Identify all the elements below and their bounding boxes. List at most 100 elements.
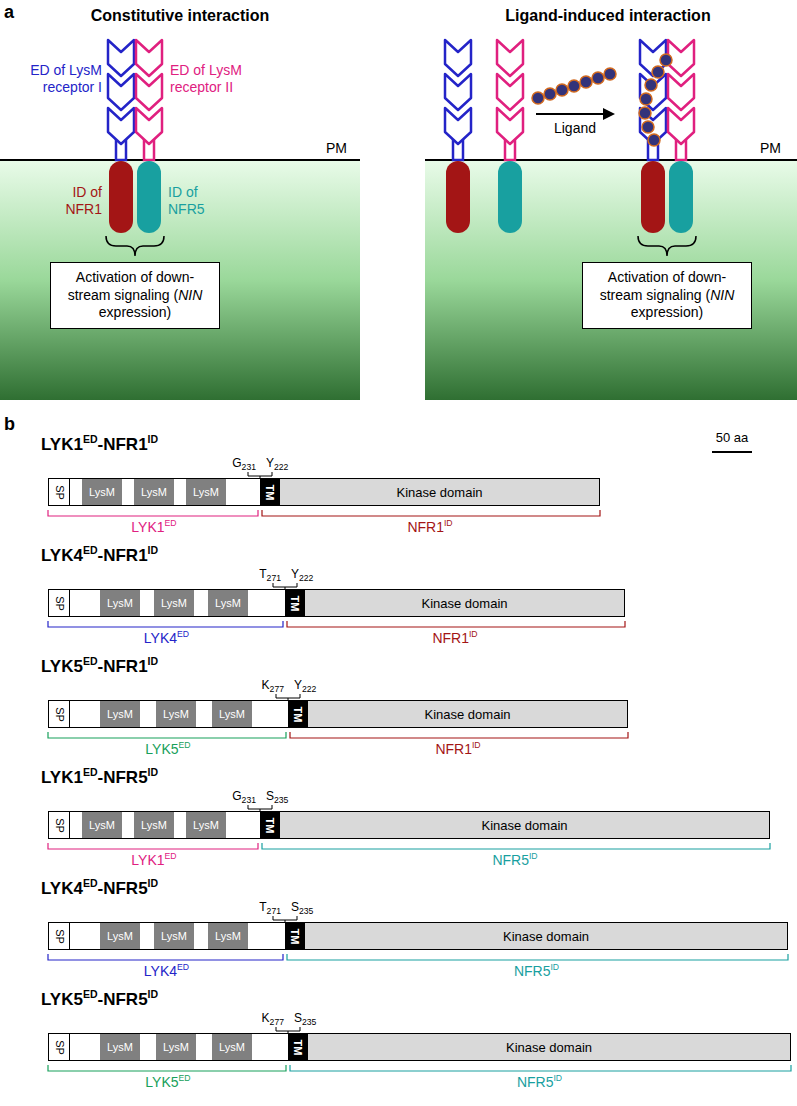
panel-title: Constitutive interaction: [60, 6, 300, 25]
ligand-bead: [556, 84, 568, 96]
lysm-domain: LysM: [208, 590, 248, 616]
curly-brace: [638, 236, 696, 256]
construct-bar: LYK1ED-NFR1IDSPLysMLysMLysMTMKinase doma…: [48, 478, 600, 506]
transmembrane-domain: TM: [288, 1034, 308, 1060]
subscript: 231: [242, 462, 256, 472]
subscript: 271: [267, 573, 281, 583]
domain-bracket: [48, 621, 283, 627]
residue-label: S235: [266, 789, 300, 803]
residue-label: G231: [224, 789, 256, 803]
subscript: 235: [274, 795, 288, 805]
segment-label: LysM: [219, 709, 245, 720]
segment-label: TM: [292, 706, 303, 722]
segment-label: TM: [289, 595, 300, 611]
construct-title: LYK4ED-NFR5ID: [41, 879, 158, 899]
plasma-membrane: [425, 159, 797, 161]
construct-bar: LYK4ED-NFR5IDSPLysMLysMLysMTMKinase doma…: [48, 922, 788, 950]
superscript: ED: [83, 877, 98, 889]
gene-name: NIN: [710, 287, 734, 303]
residue-label: Y222: [266, 456, 300, 470]
cytoplasm: [425, 160, 797, 400]
subscript: 271: [267, 906, 281, 916]
subscript: 222: [274, 462, 288, 472]
superscript: ID: [553, 1073, 562, 1083]
lysm-motif: [445, 108, 471, 144]
superscript: ID: [148, 766, 159, 778]
segment-label: Kinase domain: [482, 819, 568, 832]
segment-label: SP: [54, 818, 65, 833]
lysm-motif: [640, 74, 666, 110]
superscript: ID: [550, 962, 559, 972]
subscript: 277: [270, 684, 284, 694]
domain-bracket: [48, 510, 258, 516]
domain-label: NFR5ID: [492, 963, 582, 980]
ligand-bead: [645, 79, 657, 91]
segment-label: LysM: [141, 820, 167, 831]
lysm-domain: LysM: [100, 1034, 140, 1060]
activation-box: Activation of down-stream signaling (NIN…: [50, 262, 220, 329]
residue-label: Y222: [294, 678, 328, 692]
construct-bar: LYK5ED-NFR1IDSPLysMLysMLysMTMKinase doma…: [48, 700, 628, 728]
arrow-shaft: [536, 113, 604, 115]
domain-bracket: [48, 843, 258, 849]
panel-letter: b: [4, 414, 24, 436]
lysm-motif: [497, 108, 523, 144]
curly-brace: [106, 236, 164, 256]
segment-label: LysM: [161, 598, 187, 609]
segment-label: TM: [292, 1039, 303, 1055]
ligand-bead: [568, 80, 580, 92]
lysm-domain: LysM: [100, 701, 140, 727]
construct-bar: LYK1ED-NFR5IDSPLysMLysMLysMTMKinase doma…: [48, 811, 770, 839]
transmembrane-domain: TM: [260, 479, 280, 505]
superscript: ED: [83, 433, 98, 445]
domain-label: LYK5ED: [123, 1074, 213, 1091]
segment-label: Kinase domain: [503, 930, 589, 943]
superscript: ED: [83, 988, 98, 1000]
lysm-domain: LysM: [186, 812, 226, 838]
segment-label: Kinase domain: [422, 597, 508, 610]
lysm-domain: LysM: [82, 812, 122, 838]
kinase-domain: Kinase domain: [280, 812, 769, 838]
intracellular-domain: [109, 161, 133, 233]
segment-label: TM: [264, 817, 275, 833]
superscript: ID: [148, 655, 159, 667]
superscript: ID: [148, 433, 159, 445]
domain-bracket: [262, 843, 770, 849]
superscript: ID: [472, 740, 481, 750]
segment-label: TM: [289, 928, 300, 944]
lysm-motif: [108, 108, 134, 144]
segment-label: SP: [54, 1040, 65, 1055]
lysm-motif: [668, 74, 694, 110]
residue-label: K277: [252, 678, 284, 692]
kinase-domain: Kinase domain: [280, 479, 599, 505]
activation-text: Activation of down-stream signaling (NIN…: [589, 269, 745, 322]
domain-bracket: [48, 1065, 286, 1071]
ligand-bead: [660, 54, 672, 66]
lysm-domain: LysM: [134, 479, 174, 505]
transmembrane-domain: TM: [260, 812, 280, 838]
superscript: ED: [165, 851, 177, 861]
intracellular-domain: [641, 161, 665, 233]
segment-label: TM: [264, 484, 275, 500]
segment-label: LysM: [141, 487, 167, 498]
superscript: ID: [529, 851, 538, 861]
domain-bracket: [48, 954, 283, 960]
lysm-motif: [108, 40, 134, 76]
membrane-label: PM: [760, 140, 792, 157]
domain-label: LYK4ED: [122, 963, 212, 980]
lysm-domain: LysM: [156, 1034, 196, 1060]
construct-title: LYK1ED-NFR1ID: [41, 435, 158, 455]
construct-bar: LYK4ED-NFR1IDSPLysMLysMLysMTMKinase doma…: [48, 589, 625, 617]
ligand-bead: [544, 88, 556, 100]
gene-name: NIN: [178, 287, 202, 303]
residue-label: T271: [249, 900, 281, 914]
subscript: 231: [242, 795, 256, 805]
kinase-domain: Kinase domain: [308, 701, 627, 727]
domain-label: NFR1ID: [410, 630, 500, 647]
lysm-domain: LysM: [208, 923, 248, 949]
lysm-domain: LysM: [186, 479, 226, 505]
transmembrane-domain: TM: [285, 590, 305, 616]
segment-label: LysM: [215, 931, 241, 942]
ligand-bead: [640, 93, 652, 105]
